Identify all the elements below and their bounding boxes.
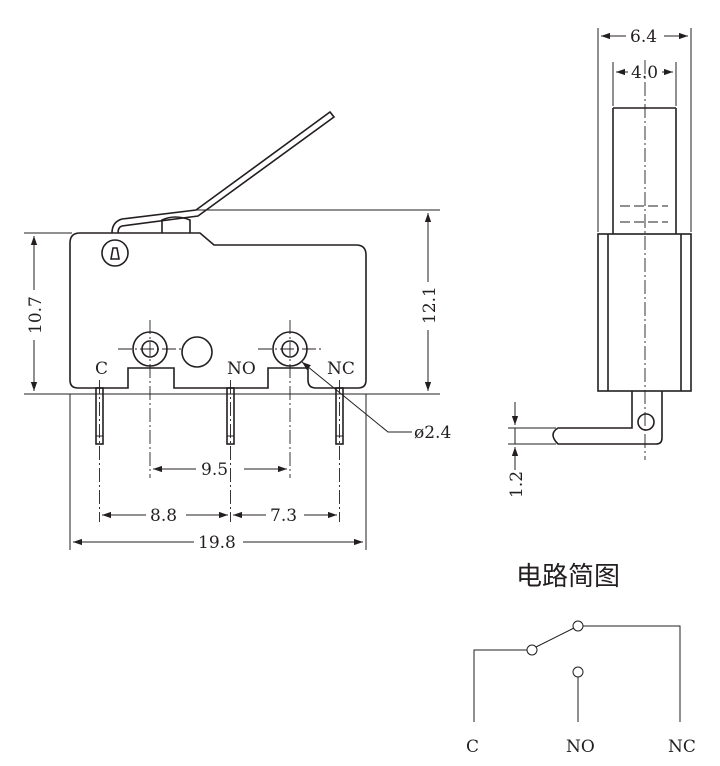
schematic-title: 电路简图 [516,562,620,592]
dim-1-2: 1.2 [507,471,527,498]
front-view: C NO NC 10.7 12.1 ø2.4 9.5 [24,110,451,553]
plunger [161,216,191,233]
center-rivet [181,336,213,368]
dim-hole-diameter: ø2.4 [414,423,451,443]
side-pin [552,391,663,445]
dim-19-8: 19.8 [198,533,236,553]
contact-nc [572,620,584,632]
schematic-label-no: NO [566,737,595,757]
dim-6-4: 6.4 [630,27,657,47]
contact-no [572,666,584,678]
label-c: C [95,359,108,379]
dim-9-5: 9.5 [201,460,228,480]
schematic-label-c: C [466,737,479,757]
dim-10-7: 10.7 [26,296,46,334]
side-body [597,233,692,392]
pivot-slot [110,247,120,260]
lever-arm [111,110,336,234]
side-view: 6.4 4.0 1.2 [507,27,692,498]
label-no: NO [227,359,256,379]
lever-pivot [101,239,129,267]
contact-c [526,644,538,656]
dim-8-8: 8.8 [150,506,177,526]
side-pin-hole [637,413,655,431]
label-nc: NC [327,359,355,379]
dim-7-3: 7.3 [270,506,297,526]
schematic: 电路简图 C NO NC [466,562,696,757]
switch-body [69,232,367,389]
dim-4-0: 4.0 [631,63,658,83]
schematic-label-nc: NC [668,737,696,757]
dim-12-1: 12.1 [420,286,440,324]
